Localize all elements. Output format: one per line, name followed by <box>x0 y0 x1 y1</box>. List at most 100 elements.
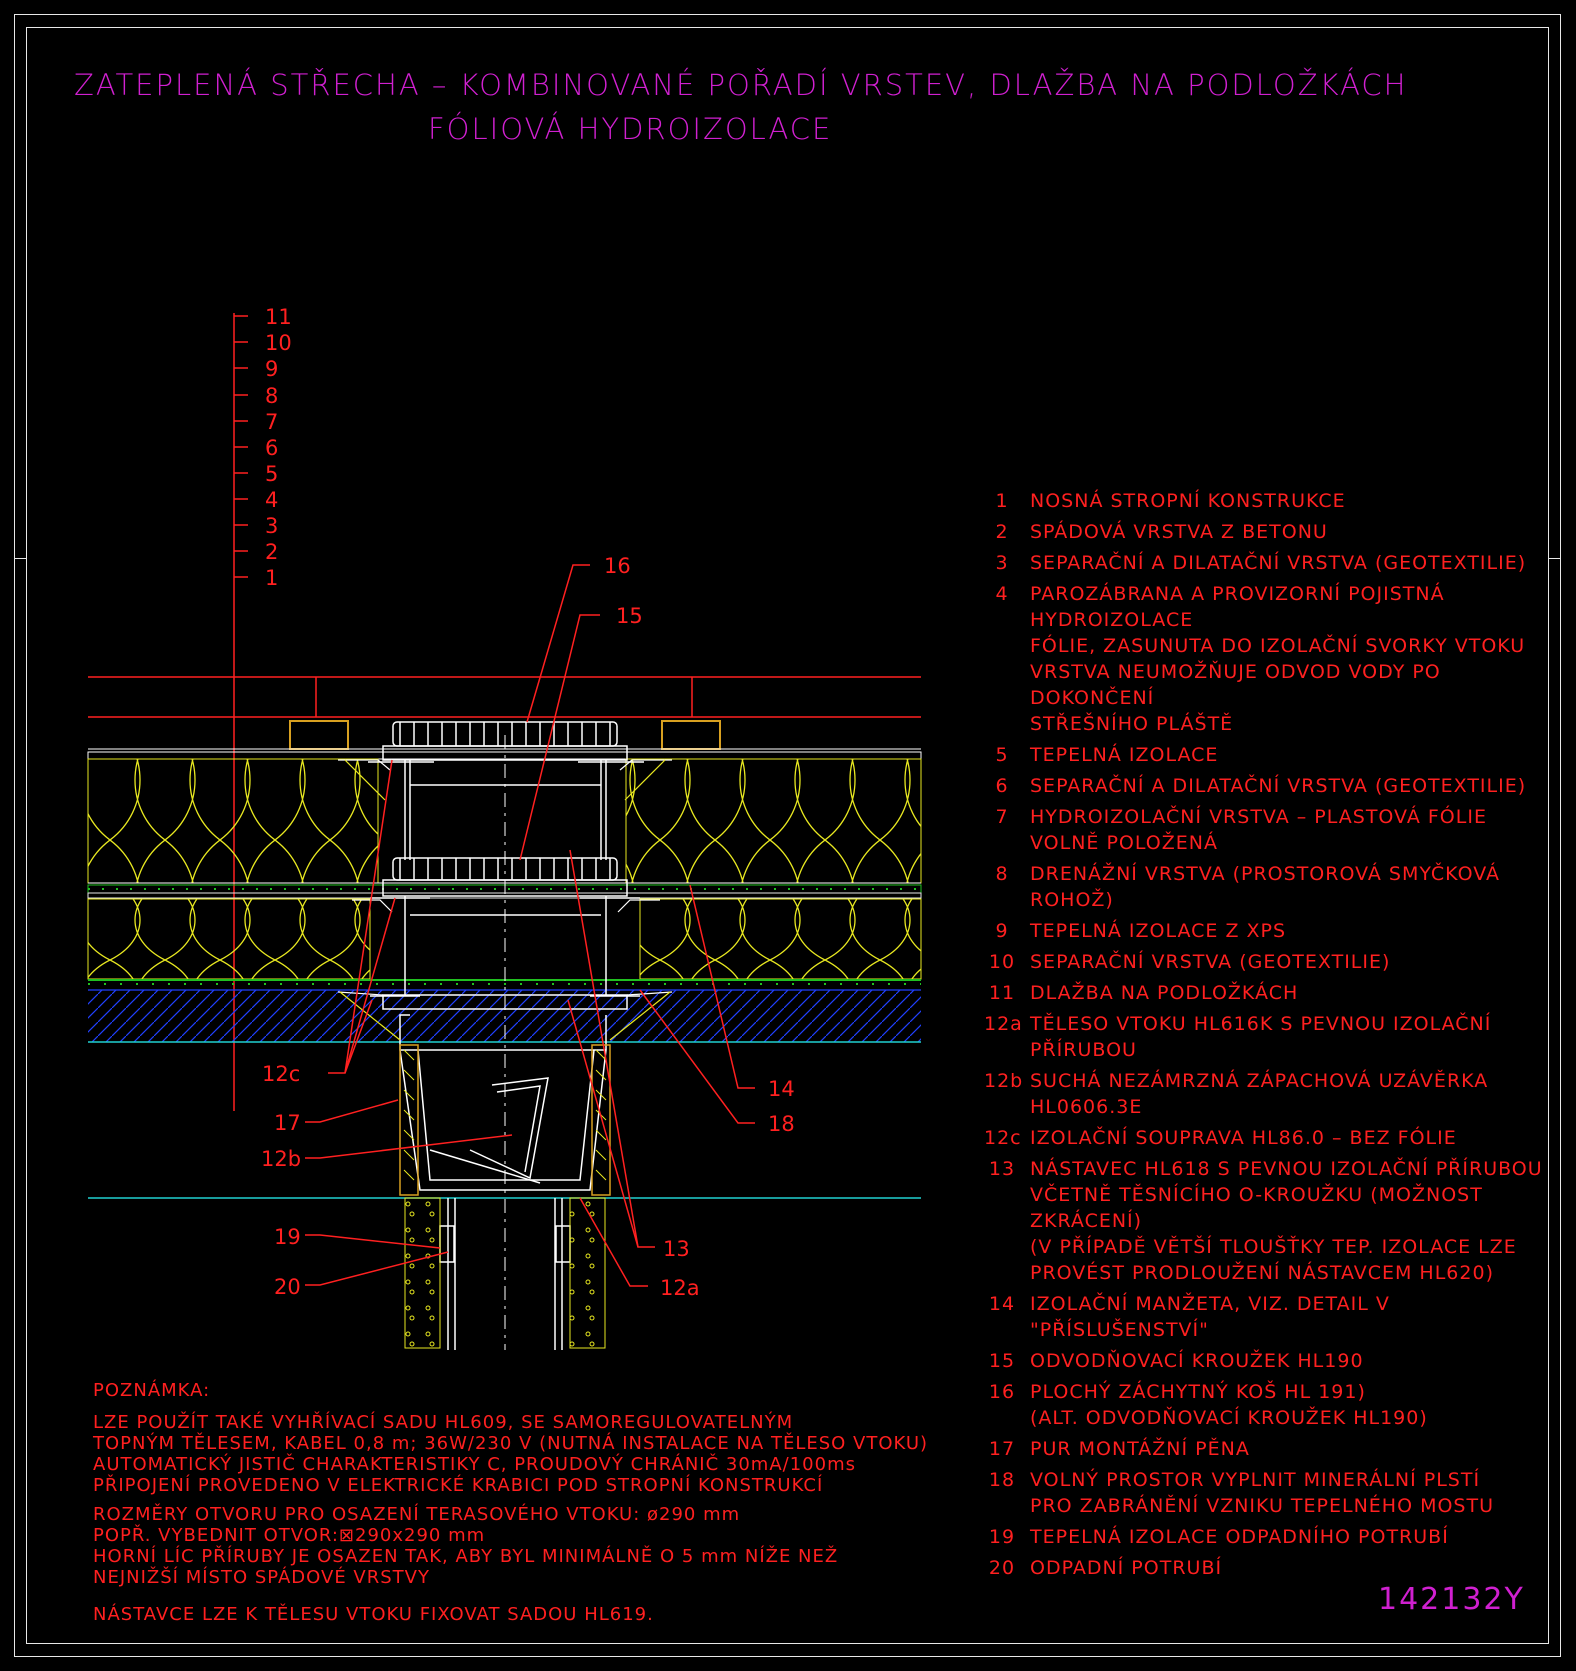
legend-item: 3 SEPARAČNÍ A DILATAČNÍ VRSTVA (GEOTEXTIL… <box>984 550 1544 576</box>
legend-item: 1 NOSNÁ STROPNÍ KONSTRUKCE <box>984 488 1544 514</box>
scale-label-9: 9 <box>265 357 278 381</box>
legend-item-text: SUCHÁ NEZÁMRZNÁ ZÁPACHOVÁ UZÁVĚRKA HL060… <box>1030 1070 1489 1118</box>
scale-label-8: 8 <box>265 384 278 408</box>
legend-item: 17 PUR MONTÁŽNÍ PĚNA <box>984 1436 1544 1462</box>
legend-item: 15 ODVODŇOVACÍ KROUŽEK HL190 <box>984 1348 1544 1374</box>
callout-12a: 12a <box>660 1276 700 1300</box>
legend-item: 19 TEPELNÁ IZOLACE ODPADNÍHO POTRUBÍ <box>984 1524 1544 1550</box>
legend-item: 6 SEPARAČNÍ A DILATAČNÍ VRSTVA (GEOTEXTIL… <box>984 773 1544 799</box>
callout-19: 19 <box>274 1225 301 1249</box>
legend-item: 14 IZOLAČNÍ MANŽETA, VIZ. DETAIL V "PŘÍSL… <box>984 1291 1544 1343</box>
legend-item: 9 TEPELNÁ IZOLACE Z XPS <box>984 918 1544 944</box>
legend-item-number: 17 <box>988 1438 1016 1460</box>
note-paragraph-3: NÁSTAVCE LZE K TĚLESU VTOKU FIXOVAT SADO… <box>93 1604 654 1625</box>
legend-item-text: VOLNÝ PROSTOR VYPLNIT MINERÁLNÍ PLSTÍ PR… <box>1030 1469 1495 1517</box>
scale-label-3: 3 <box>265 514 278 538</box>
legend-item-text: DRENÁŽNÍ VRSTVA (PROSTOROVÁ SMYČKOVÁ ROH… <box>1030 863 1501 911</box>
legend-item: 16 PLOCHÝ ZÁCHYTNÝ KOŠ HL 191) (ALT. ODVO… <box>984 1379 1544 1431</box>
callout-12b: 12b <box>261 1147 301 1171</box>
legend-item-number: 4 <box>995 583 1009 605</box>
legend-item: 10 SEPARAČNÍ VRSTVA (GEOTEXTILIE) <box>984 949 1544 975</box>
legend-item-text: TEPELNÁ IZOLACE Z XPS <box>1030 920 1287 942</box>
callout-20: 20 <box>274 1275 301 1299</box>
legend-item-text: TEPELNÁ IZOLACE <box>1030 744 1219 766</box>
legend-item-text: IZOLAČNÍ SOUPRAVA HL86.0 – BEZ FÓLIE <box>1030 1127 1457 1149</box>
scale-label-10: 10 <box>265 331 292 355</box>
title-line-2: FÓLIOVÁ HYDROIZOLACE <box>428 112 833 146</box>
legend-item-text: SEPARAČNÍ A DILATAČNÍ VRSTVA (GEOTEXTILI… <box>1030 552 1527 574</box>
note-heading: POZNÁMKA: <box>93 1380 211 1401</box>
legend-item-number: 1 <box>995 490 1009 512</box>
legend-item-number: 11 <box>988 982 1016 1004</box>
legend-item-text: HYDROIZOLAČNÍ VRSTVA – PLASTOVÁ FÓLIE VO… <box>1030 806 1487 854</box>
legend-item-number: 3 <box>995 552 1009 574</box>
legend-item-number: 10 <box>988 951 1016 973</box>
legend-item-number: 5 <box>995 744 1009 766</box>
note-paragraph-2: ROZMĚRY OTVORU PRO OSAZENÍ TERASOVÉHO VT… <box>93 1504 839 1588</box>
legend-item-text: ODPADNÍ POTRUBÍ <box>1030 1557 1223 1579</box>
legend-item-text: TĚLESO VTOKU HL616K S PEVNOU IZOLAČNÍ PŘ… <box>1030 1013 1492 1061</box>
legend-item-number: 13 <box>988 1158 1016 1180</box>
legend-item-number: 14 <box>988 1293 1016 1315</box>
legend-item-number: 12b <box>984 1070 1024 1092</box>
callout-18: 18 <box>768 1112 795 1136</box>
title-line-1: ZATEPLENÁ STŘECHA – KOMBINOVANÉ POŘADÍ V… <box>74 68 1408 102</box>
scale-label-5: 5 <box>265 462 278 486</box>
legend-item-text: NOSNÁ STROPNÍ KONSTRUKCE <box>1030 490 1346 512</box>
legend-item: 12b SUCHÁ NEZÁMRZNÁ ZÁPACHOVÁ UZÁVĚRKA HL… <box>984 1068 1544 1120</box>
legend-item: 11 DLAŽBA NA PODLOŽKÁCH <box>984 980 1544 1006</box>
legend-item-number: 6 <box>995 775 1009 797</box>
legend-item-text: SEPARAČNÍ A DILATAČNÍ VRSTVA (GEOTEXTILI… <box>1030 775 1527 797</box>
legend-item: 20 ODPADNÍ POTRUBÍ <box>984 1555 1544 1581</box>
frame-tick-left <box>14 558 26 559</box>
legend-item-text: IZOLAČNÍ MANŽETA, VIZ. DETAIL V "PŘÍSLUŠ… <box>1030 1293 1390 1341</box>
legend-item-number: 15 <box>988 1350 1016 1372</box>
callout-17: 17 <box>274 1111 301 1135</box>
legend-item-text: PAROZÁBRANA A PROVIZORNÍ POJISTNÁ HYDROI… <box>1030 583 1526 735</box>
legend-item-text: ODVODŇOVACÍ KROUŽEK HL190 <box>1030 1350 1364 1372</box>
scale-label-1: 1 <box>265 566 278 590</box>
scale-label-4: 4 <box>265 488 278 512</box>
legend-item: 7 HYDROIZOLAČNÍ VRSTVA – PLASTOVÁ FÓLIE V… <box>984 804 1544 856</box>
legend-item-text: DLAŽBA NA PODLOŽKÁCH <box>1030 982 1299 1004</box>
note-paragraph-1: LZE POUŽÍT TAKÉ VYHŘÍVACÍ SADU HL609, SE… <box>93 1412 929 1496</box>
legend-item-number: 12a <box>984 1013 1023 1035</box>
legend-item-number: 18 <box>988 1469 1016 1491</box>
legend-item-number: 2 <box>995 521 1009 543</box>
frame-tick-right <box>1549 558 1561 559</box>
scale-label-2: 2 <box>265 540 278 564</box>
legend-item: 18 VOLNÝ PROSTOR VYPLNIT MINERÁLNÍ PLSTÍ … <box>984 1467 1544 1519</box>
legend-item-number: 9 <box>995 920 1009 942</box>
callout-15: 15 <box>616 604 643 628</box>
legend-item-text: NÁSTAVEC HL618 S PEVNOU IZOLAČNÍ PŘÍRUBO… <box>1030 1158 1543 1284</box>
legend-item-text: TEPELNÁ IZOLACE ODPADNÍHO POTRUBÍ <box>1030 1526 1449 1548</box>
legend-item-text: PUR MONTÁŽNÍ PĚNA <box>1030 1438 1250 1460</box>
legend-item: 4 PAROZÁBRANA A PROVIZORNÍ POJISTNÁ HYDRO… <box>984 581 1544 737</box>
legend-item-number: 16 <box>988 1381 1016 1403</box>
legend: 1 NOSNÁ STROPNÍ KONSTRUKCE 2 SPÁDOVÁ VRSTVA… <box>984 488 1544 1586</box>
legend-item-text: SPÁDOVÁ VRSTVA Z BETONU <box>1030 521 1328 543</box>
callout-14: 14 <box>768 1077 795 1101</box>
legend-item-number: 8 <box>995 863 1009 885</box>
callout-12c: 12c <box>262 1062 300 1086</box>
scale-label-7: 7 <box>265 410 278 434</box>
drawing-code: 142132Y <box>1378 1582 1525 1617</box>
legend-item: 12c IZOLAČNÍ SOUPRAVA HL86.0 – BEZ FÓLIE <box>984 1125 1544 1151</box>
legend-item: 5 TEPELNÁ IZOLACE <box>984 742 1544 768</box>
callout-13: 13 <box>663 1237 690 1261</box>
legend-item-text: PLOCHÝ ZÁCHYTNÝ KOŠ HL 191) (ALT. ODVODŇ… <box>1030 1381 1428 1429</box>
legend-item: 13 NÁSTAVEC HL618 S PEVNOU IZOLAČNÍ PŘÍRU… <box>984 1156 1544 1286</box>
legend-item-text: SEPARAČNÍ VRSTVA (GEOTEXTILIE) <box>1030 951 1391 973</box>
legend-item-number: 7 <box>995 806 1009 828</box>
scale-label-6: 6 <box>265 436 278 460</box>
legend-item-number: 19 <box>988 1526 1016 1548</box>
legend-item: 12a TĚLESO VTOKU HL616K S PEVNOU IZOLAČNÍ… <box>984 1011 1544 1063</box>
callout-16: 16 <box>604 554 631 578</box>
drawing-frame-outer <box>14 14 1561 1657</box>
legend-item-number: 12c <box>984 1127 1022 1149</box>
scale-label-11: 11 <box>265 305 292 329</box>
legend-item: 2 SPÁDOVÁ VRSTVA Z BETONU <box>984 519 1544 545</box>
legend-item: 8 DRENÁŽNÍ VRSTVA (PROSTOROVÁ SMYČKOVÁ RO… <box>984 861 1544 913</box>
legend-item-number: 20 <box>988 1557 1016 1579</box>
